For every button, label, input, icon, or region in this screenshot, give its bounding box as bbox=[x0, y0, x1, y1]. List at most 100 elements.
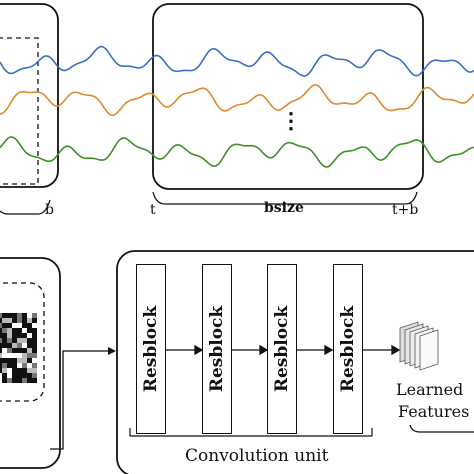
image-patch-pixel bbox=[2, 368, 7, 373]
learned-label: Learned bbox=[396, 380, 464, 399]
image-patch-pixel bbox=[2, 313, 7, 318]
image-patch-pixel bbox=[12, 343, 17, 348]
image-patch-pixel bbox=[22, 363, 27, 368]
image-patch-pixel bbox=[17, 348, 22, 353]
image-patch-pixel bbox=[17, 373, 22, 378]
image-patch-pixel bbox=[17, 333, 22, 338]
image-patch-pixel bbox=[2, 353, 7, 358]
feature-maps-stack-icon bbox=[399, 321, 439, 371]
image-patch-pixel bbox=[17, 318, 22, 323]
image-patch-pixel bbox=[7, 333, 12, 338]
image-patch-pixel bbox=[2, 323, 7, 328]
image-patch-pixel bbox=[12, 348, 17, 353]
image-patch-pixel bbox=[0, 373, 2, 378]
image-patch-pixel bbox=[22, 323, 27, 328]
arrow-right-icon bbox=[108, 347, 116, 355]
image-patch-pixel bbox=[27, 363, 32, 368]
image-patch-pixel bbox=[27, 348, 32, 353]
image-patch-pixel bbox=[0, 358, 2, 363]
image-patch-pixel bbox=[32, 333, 37, 338]
image-patch-pixel bbox=[22, 328, 27, 333]
resblock-arrows bbox=[166, 344, 401, 356]
image-patch-pixel bbox=[32, 378, 37, 383]
image-patch-pixel bbox=[22, 333, 27, 338]
image-patch-pixel bbox=[17, 358, 22, 363]
image-patch-pixel bbox=[12, 333, 17, 338]
image-patch-pixel bbox=[2, 373, 7, 378]
image-patch-pixel bbox=[2, 333, 7, 338]
bsize-brace bbox=[152, 191, 418, 205]
left-window-box bbox=[0, 3, 59, 188]
image-patch-pixel bbox=[12, 323, 17, 328]
image-patch-pixel bbox=[7, 358, 12, 363]
image-patch-pixel bbox=[22, 378, 27, 383]
resblock-2: Resblock bbox=[202, 264, 232, 434]
image-patch-pixel bbox=[2, 328, 7, 333]
image-patch-pixel bbox=[0, 378, 2, 383]
image-patch-pixel bbox=[0, 313, 2, 318]
image-patch-pixel bbox=[27, 378, 32, 383]
image-patch-pixel bbox=[17, 378, 22, 383]
image-patch-pixel bbox=[27, 358, 32, 363]
image-patch-pixel bbox=[2, 378, 7, 383]
image-patch-pixel bbox=[0, 333, 2, 338]
image-patch-pixel bbox=[7, 373, 12, 378]
right-window-box bbox=[152, 3, 424, 190]
signal-trace-green bbox=[0, 136, 474, 168]
image-patch-pixel bbox=[32, 328, 37, 333]
image-patch-pixel bbox=[12, 313, 17, 318]
image-patch-pixel bbox=[7, 343, 12, 348]
image-patch-pixel bbox=[27, 368, 32, 373]
image-patch-pixel bbox=[0, 348, 2, 353]
image-patch-pixel bbox=[0, 368, 2, 373]
window-size-label: bsize bbox=[264, 200, 304, 216]
image-patch-pixel bbox=[22, 348, 27, 353]
image-patch-pixel bbox=[32, 348, 37, 353]
image-patch-pixel bbox=[32, 353, 37, 358]
input-image-box bbox=[0, 257, 61, 469]
image-patch-pixel bbox=[27, 318, 32, 323]
image-patch-pixel bbox=[12, 373, 17, 378]
image-patch-pixel bbox=[27, 328, 32, 333]
image-patch-pixel bbox=[22, 318, 27, 323]
image-patch-pixel bbox=[12, 318, 17, 323]
image-patch-pixel bbox=[0, 318, 2, 323]
signal-trace-orange bbox=[0, 84, 474, 117]
image-patch-pixel bbox=[7, 318, 12, 323]
image-patch-pixel bbox=[7, 348, 12, 353]
window-start-label: t bbox=[150, 202, 156, 218]
features-brace bbox=[409, 424, 474, 433]
image-patch-pixel bbox=[27, 313, 32, 318]
left-dashed-window bbox=[0, 37, 39, 185]
image-patch-pixel bbox=[22, 353, 27, 358]
image-patch-pixel bbox=[2, 348, 7, 353]
resblock-1: Resblock bbox=[136, 264, 166, 434]
image-patch-pixel bbox=[2, 343, 7, 348]
image-patch-pixel bbox=[2, 358, 7, 363]
resblock-2-label: Resblock bbox=[207, 305, 227, 393]
image-patch-pixel bbox=[17, 353, 22, 358]
signal-traces bbox=[0, 45, 474, 168]
image-patch-pixel bbox=[32, 338, 37, 343]
image-patch-pixel bbox=[2, 338, 7, 343]
image-patch-pixel bbox=[32, 358, 37, 363]
image-patch-pixel bbox=[32, 323, 37, 328]
image-patch-pixel bbox=[27, 343, 32, 348]
resblock-3: Resblock bbox=[267, 264, 297, 434]
image-patch-pixel bbox=[22, 343, 27, 348]
image-patch-pixel bbox=[7, 313, 12, 318]
resblock-3-label: Resblock bbox=[272, 305, 292, 393]
image-patch-pixel bbox=[17, 363, 22, 368]
input-image-dashed bbox=[0, 282, 45, 402]
image-patch-pixel bbox=[17, 368, 22, 373]
image-patch-pixel bbox=[7, 378, 12, 383]
image-patch-pixel bbox=[17, 323, 22, 328]
window-end-label: t+b bbox=[392, 202, 419, 218]
image-patch-pixel bbox=[27, 323, 32, 328]
image-patch-pixel bbox=[27, 338, 32, 343]
image-patch-pixel bbox=[2, 363, 7, 368]
image-patch-pixel bbox=[32, 368, 37, 373]
image-patch-pixel bbox=[0, 363, 2, 368]
image-patch-pixel bbox=[7, 353, 12, 358]
